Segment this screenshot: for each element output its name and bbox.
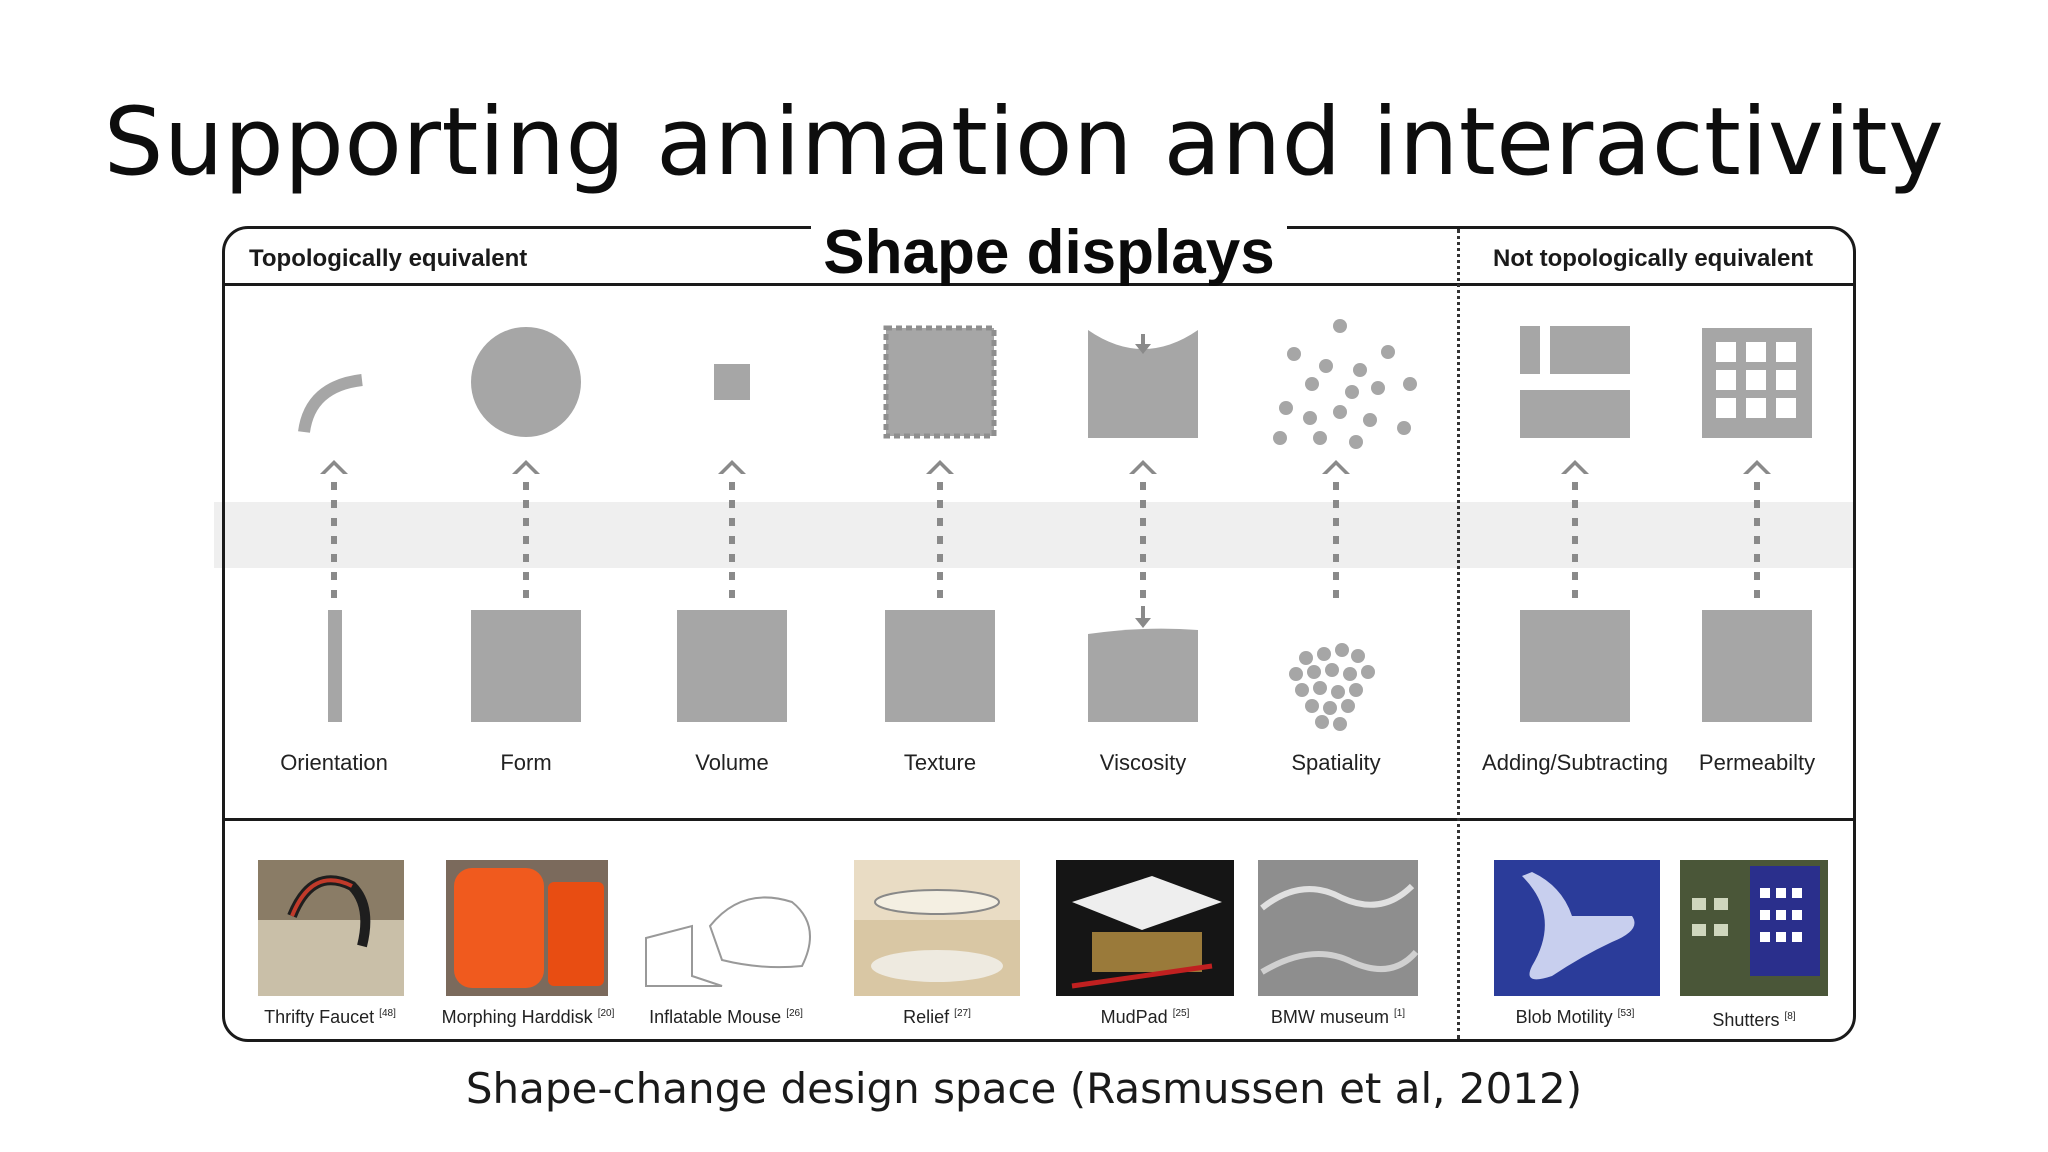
- orientation-icon: [298, 374, 363, 722]
- example-label-bmw-museum: BMW museum [1]: [1270, 1007, 1406, 1027]
- example-label-shutters: Shutters [8]: [1712, 1010, 1796, 1030]
- thumb-relief: [854, 860, 1020, 996]
- header-rule: [225, 283, 1853, 286]
- thumb-morphing-harddisk: [446, 860, 608, 996]
- category-label-spatiality: Spatiality: [1291, 750, 1381, 775]
- example-label-morphing-harddisk: Morphing Harddisk [20]: [441, 1007, 615, 1027]
- header-not-topologically-equivalent: Not topologically equivalent: [1493, 245, 1814, 272]
- category-label-viscosity: Viscosity: [1099, 750, 1187, 775]
- permeability-icon: [1702, 328, 1812, 722]
- example-label-relief: Relief [27]: [903, 1007, 971, 1027]
- spatiality-icon: [1273, 319, 1417, 731]
- form-icon: [471, 327, 581, 722]
- texture-icon: [883, 325, 997, 722]
- category-label-orientation: Orientation: [280, 750, 388, 775]
- thumb-mudpad: [1056, 860, 1234, 996]
- example-label-thrifty-faucet: Thrifty Faucet [48]: [264, 1007, 396, 1027]
- thumb-shutters: [1680, 860, 1828, 996]
- category-label-texture: Texture: [903, 750, 977, 775]
- design-space-figure: Topologically equivalent Not topological…: [222, 222, 1856, 1042]
- figure-caption: Shape-change design space (Rasmussen et …: [465, 1064, 1583, 1113]
- category-label-permeability: Permeabilty: [1698, 750, 1816, 775]
- example-label-inflatable-mouse: Inflatable Mouse [26]: [649, 1007, 803, 1027]
- header-topologically-equivalent: Topologically equivalent: [249, 245, 528, 272]
- category-label-volume: Volume: [695, 750, 769, 775]
- viscosity-icon: [1088, 330, 1198, 722]
- category-label-form: Form: [500, 750, 552, 775]
- example-label-mudpad: MudPad [25]: [1100, 1007, 1190, 1027]
- section-rule: [225, 818, 1853, 821]
- category-label-adding-subtracting: Adding/Subtracting: [1482, 750, 1668, 775]
- transition-arrows: [331, 474, 1760, 598]
- topology-divider: [1457, 229, 1460, 1039]
- shape-change-diagram: [258, 319, 1828, 996]
- adding-subtracting-icon: [1520, 326, 1630, 722]
- thumb-thrifty-faucet: [258, 860, 404, 996]
- highlight-band: [214, 502, 1856, 568]
- volume-icon: [677, 364, 787, 722]
- example-label-blob-motility: Blob Motility [53]: [1515, 1007, 1635, 1027]
- thumb-inflatable-mouse: [642, 860, 812, 996]
- thumb-bmw-museum: [1258, 860, 1419, 996]
- shape-displays-badge: Shape displays: [811, 222, 1287, 284]
- thumb-blob-motility: [1494, 860, 1660, 996]
- slide-title: Supporting animation and interactivity: [103, 88, 1945, 197]
- arrowheads: [320, 460, 1771, 474]
